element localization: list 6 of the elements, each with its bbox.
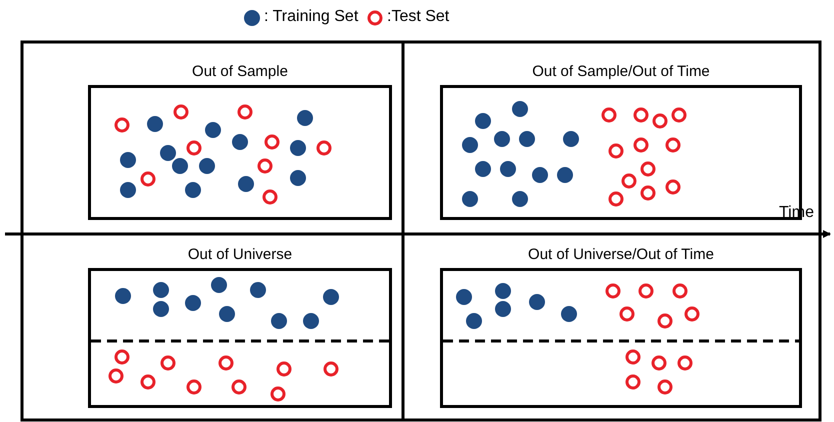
legend-label: :Test Set — [387, 8, 450, 26]
panel-heading: Out of Sample — [191, 63, 289, 81]
panel-heading: Out of Universe/Out of Time — [527, 246, 715, 264]
panel-heading: Out of Universe — [186, 246, 294, 264]
legend-label: : Training Set — [264, 8, 358, 26]
panel-heading: Out of Sample/Out of Time — [531, 63, 711, 81]
